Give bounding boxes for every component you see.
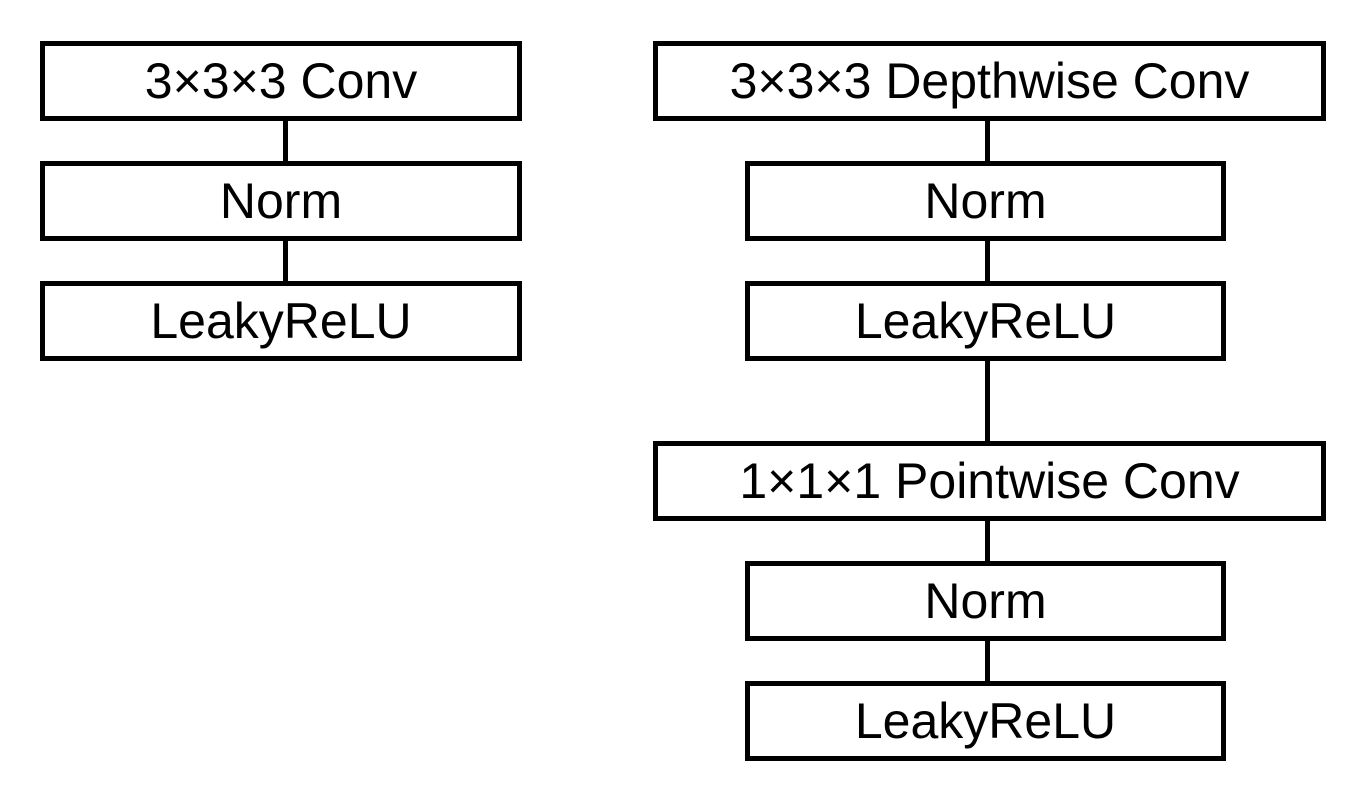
connector-line: [283, 121, 288, 161]
connector-line: [985, 641, 990, 681]
right-norm-2-box: Norm: [745, 561, 1226, 641]
left-norm-box: Norm: [40, 161, 522, 241]
right-pointwise-conv-box: 1×1×1 Pointwise Conv: [653, 441, 1326, 521]
connector-line: [283, 241, 288, 281]
left-leakyrelu-box: LeakyReLU: [40, 281, 522, 361]
right-depthwise-conv-box: 3×3×3 Depthwise Conv: [653, 41, 1326, 121]
connector-line: [985, 241, 990, 281]
right-leakyrelu-2-box: LeakyReLU: [745, 681, 1226, 761]
connector-line: [985, 121, 990, 161]
connector-line: [985, 521, 990, 561]
left-conv-box: 3×3×3 Conv: [40, 41, 522, 121]
connector-line: [985, 361, 990, 441]
right-leakyrelu-1-box: LeakyReLU: [745, 281, 1226, 361]
right-norm-1-box: Norm: [745, 161, 1226, 241]
